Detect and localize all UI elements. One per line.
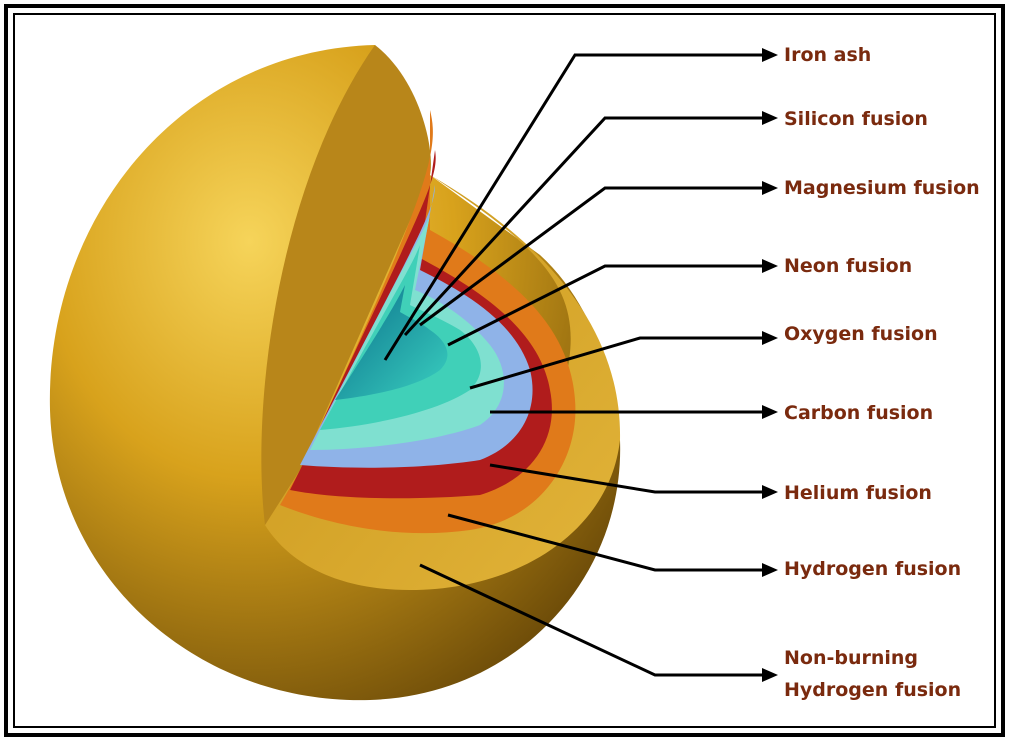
leader-magnesium-fusion — [419, 186, 765, 327]
leader-non-burning — [419, 563, 765, 677]
arrow-head-icon — [762, 405, 778, 419]
leader-silicon-fusion — [403, 116, 765, 337]
arrow-heads — [762, 48, 778, 682]
label-iron-ash: Iron ash — [784, 44, 871, 66]
label-oxygen-fusion: Oxygen fusion — [784, 323, 938, 345]
arrow-head-icon — [762, 259, 778, 273]
arrow-head-icon — [762, 111, 778, 125]
outer-frame — [4, 4, 1005, 737]
label-non-burning-line2: Hydrogen fusion — [784, 679, 961, 701]
label-helium-fusion: Helium fusion — [784, 482, 932, 504]
arrow-head-icon — [762, 48, 778, 62]
label-non-burning-line1: Non-burning — [784, 647, 918, 669]
arrow-head-icon — [762, 563, 778, 577]
leader-hydrogen-fusion — [447, 513, 765, 572]
arrow-head-icon — [762, 485, 778, 499]
label-neon-fusion: Neon fusion — [784, 255, 912, 277]
arrow-head-icon — [762, 668, 778, 682]
leader-helium-fusion — [489, 463, 765, 494]
inner-frame — [13, 13, 996, 728]
label-silicon-fusion: Silicon fusion — [784, 108, 928, 130]
cut-face-vertical — [261, 45, 431, 525]
leader-iron-ash — [383, 53, 765, 361]
leader-neon-fusion — [447, 264, 765, 347]
arrow-head-icon — [762, 181, 778, 195]
leader-lines — [383, 53, 765, 677]
iron-core — [335, 285, 448, 400]
label-hydrogen-fusion: Hydrogen fusion — [784, 558, 961, 580]
label-carbon-fusion: Carbon fusion — [784, 402, 933, 424]
arrow-head-icon — [762, 331, 778, 345]
label-magnesium-fusion: Magnesium fusion — [784, 177, 980, 199]
leader-oxygen-fusion — [469, 336, 765, 390]
